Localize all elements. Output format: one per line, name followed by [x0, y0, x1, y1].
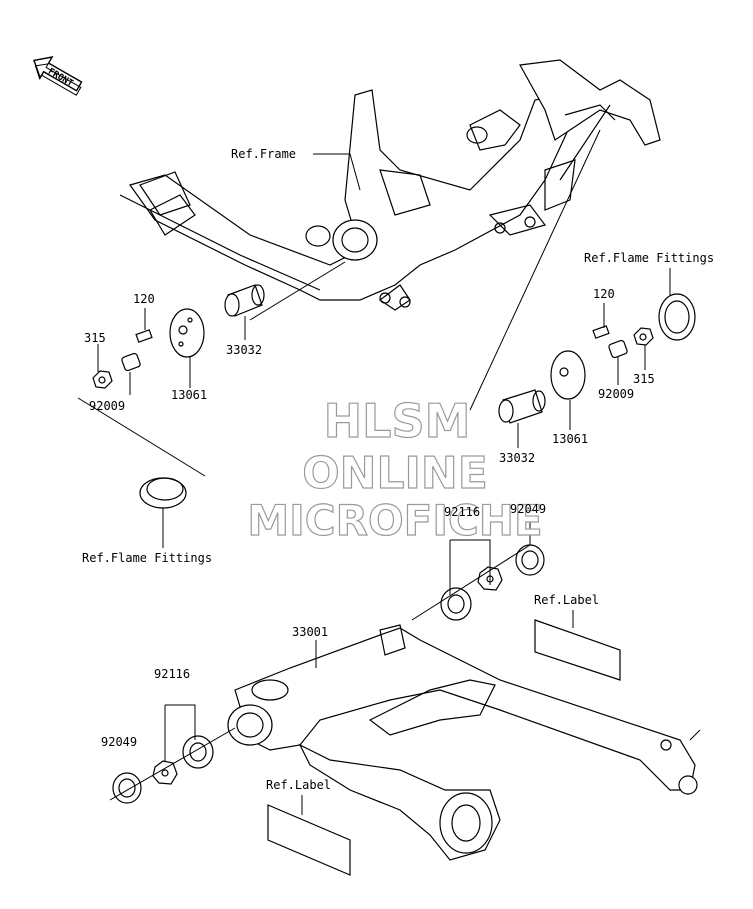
label-ref-label-left: Ref.Label [266, 778, 331, 792]
left-mount-hardware [92, 261, 346, 389]
seal-92049-left [112, 772, 142, 804]
pivot-collar-33032-left [224, 284, 265, 317]
front-arrow-icon: FRONT [33, 56, 83, 96]
swing-arm-33001 [227, 624, 701, 861]
label-315-right: 315 [633, 372, 655, 386]
nut-315-right [633, 327, 654, 346]
label-plate-left [267, 804, 351, 876]
collar-92116-left [182, 735, 214, 769]
label-13061-right: 13061 [552, 432, 588, 446]
label-120-left: 120 [133, 292, 155, 306]
seal-92049-right [515, 544, 545, 576]
label-92049-left: 92049 [101, 735, 137, 749]
bolt-120-left [135, 329, 153, 343]
pivot-collar-33032-right [498, 389, 546, 424]
label-plate-right [534, 619, 621, 681]
eccentric-plate-13061-left [169, 308, 205, 358]
label-ref-flame-fittings-right: Ref.Flame Fittings [584, 251, 714, 265]
frame-assembly [119, 59, 661, 311]
label-92009-right: 92009 [598, 387, 634, 401]
label-92116-right: 92116 [444, 505, 480, 519]
right-mount-hardware [469, 129, 696, 424]
eccentric-plate-13061-right [550, 350, 586, 400]
label-120-right: 120 [593, 287, 615, 301]
label-92116-left: 92116 [154, 667, 190, 681]
nut-315-left [92, 370, 113, 389]
label-33032-left: 33032 [226, 343, 262, 357]
label-13061-left: 13061 [171, 388, 207, 402]
watermark-line2: ONLINE [302, 448, 488, 499]
label-92009-left: 92009 [89, 399, 125, 413]
nut-92116-left [152, 760, 178, 785]
label-92049-right: 92049 [510, 502, 546, 516]
label-315-left: 315 [84, 331, 106, 345]
bolt-120-right [592, 325, 610, 339]
collar-92116-right [440, 587, 472, 621]
right-bearing-set [411, 539, 545, 621]
collar-92009-right [608, 339, 628, 359]
leader-lines [97, 153, 671, 815]
label-33001: 33001 [292, 625, 328, 639]
part-labels: Ref.Frame Ref.Flame Fittings Ref.Flame F… [82, 147, 714, 792]
watermark: HLSM ONLINE MICROFICHE [247, 393, 543, 545]
collar-92009-left [121, 352, 141, 372]
left-bearing-set [109, 704, 236, 804]
frame-fitting-cap-left [77, 397, 206, 509]
watermark-line3: MICROFICHE [247, 496, 542, 545]
label-33032-right: 33032 [499, 451, 535, 465]
label-ref-label-right: Ref.Label [534, 593, 599, 607]
watermark-line1: HLSM [324, 394, 471, 448]
frame-fitting-cap-right [658, 293, 696, 341]
label-ref-frame: Ref.Frame [231, 147, 296, 161]
label-ref-flame-fittings-left: Ref.Flame Fittings [82, 551, 212, 565]
